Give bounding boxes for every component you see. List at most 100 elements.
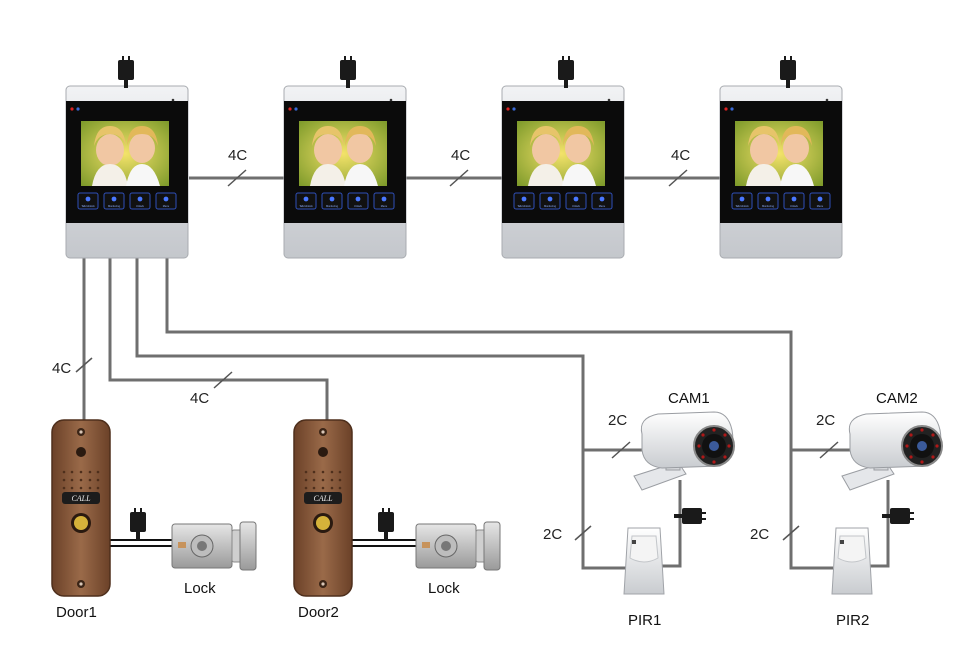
power-adapter-icon (780, 56, 796, 88)
wire-label-monitor2-monitor3: 4C (451, 147, 471, 164)
button-glyph-icon (791, 196, 797, 202)
wire-monitor1-door2 (108, 258, 329, 420)
monitor-button-4[interactable]: Menu (809, 192, 831, 210)
wire-slash-marks (75, 169, 839, 541)
monitor-screen-image (299, 121, 387, 186)
power-adapter-icon (340, 56, 356, 88)
button-glyph-icon (765, 196, 771, 202)
button-glyph-icon (137, 196, 143, 202)
monitor-button-label: Menu (163, 204, 170, 208)
button-glyph-icon (599, 196, 605, 202)
wire-monitor1-pir1 (581, 450, 626, 570)
wire-label-monitor1-monitor2: 4C (228, 147, 248, 164)
lock-1 (171, 521, 257, 571)
wire-label-door2: 4C (190, 390, 210, 407)
button-glyph-icon (355, 196, 361, 202)
cam2-label: CAM2 (876, 390, 918, 407)
status-led-icon (506, 107, 510, 111)
wires (82, 176, 890, 570)
wire-monitor1-pir2 (789, 450, 833, 570)
status-led-icon (70, 107, 74, 111)
monitor-button-3[interactable]: Unlock (565, 192, 587, 210)
monitor-button-3[interactable]: Unlock (129, 192, 151, 210)
camera-dot-icon (825, 98, 829, 102)
camera-2 (841, 411, 943, 491)
button-glyph-icon (303, 196, 309, 202)
pir2-label: PIR2 (836, 612, 870, 629)
power-adapters (118, 56, 914, 540)
monitor-button-1[interactable]: Talk/Unlock (513, 192, 535, 210)
monitor-button-3[interactable]: Unlock (783, 192, 805, 210)
door-station-1: CALL (51, 419, 111, 597)
monitor-button-label: Unlock (136, 204, 145, 208)
button-glyph-icon (163, 196, 169, 202)
camera-dot-icon (171, 98, 175, 102)
monitor-button-label: Unlock (790, 204, 799, 208)
status-led-icon (512, 107, 516, 111)
button-glyph-icon (111, 196, 117, 202)
wire-label-cam2: 2C (816, 412, 836, 429)
pir-sensor-2 (831, 527, 873, 595)
monitor-button-2[interactable]: Monitoring (103, 192, 125, 210)
pir-sensor-1 (623, 527, 665, 595)
wire-monitor1-cam2 (165, 258, 858, 452)
status-led-icon (294, 107, 298, 111)
indoor-monitor-4: Talk/Unlock Monitoring Unlock Menu (719, 85, 843, 259)
monitor-button-label: Talk/Unlock (517, 204, 531, 208)
monitor-button-1[interactable]: Talk/Unlock (77, 192, 99, 210)
monitor-button-1[interactable]: Talk/Unlock (731, 192, 753, 210)
monitor-button-2[interactable]: Monitoring (539, 192, 561, 210)
wire-cam1-power (662, 480, 682, 568)
status-led-icon (724, 107, 728, 111)
monitor-button-2[interactable]: Monitoring (757, 192, 779, 210)
power-adapter-icon (558, 56, 574, 88)
monitor-button-label: Monitoring (326, 204, 339, 208)
monitor-button-label: Monitoring (762, 204, 775, 208)
door-station-2: CALL (293, 419, 353, 597)
lock2-label: Lock (428, 580, 460, 597)
monitor-button-4[interactable]: Menu (591, 192, 613, 210)
call-label: CALL (71, 494, 91, 503)
wire-monitor1-cam1 (135, 258, 650, 452)
door2-label: Door2 (298, 604, 339, 621)
monitor-button-label: Unlock (354, 204, 363, 208)
monitor-screen-image (735, 121, 823, 186)
monitor-button-1[interactable]: Talk/Unlock (295, 192, 317, 210)
status-led-icon (730, 107, 734, 111)
camera-dot-icon (607, 98, 611, 102)
button-glyph-icon (573, 196, 579, 202)
button-glyph-icon (381, 196, 387, 202)
pir1-label: PIR1 (628, 612, 662, 629)
monitor-button-2[interactable]: Monitoring (321, 192, 343, 210)
power-adapter-icon (674, 508, 706, 524)
monitor-button-label: Monitoring (108, 204, 121, 208)
button-glyph-icon (521, 196, 527, 202)
wire-label-cam1: 2C (608, 412, 628, 429)
monitor-button-3[interactable]: Unlock (347, 192, 369, 210)
monitor-button-label: Talk/Unlock (735, 204, 749, 208)
monitor-button-4[interactable]: Menu (373, 192, 395, 210)
camera-1 (633, 411, 735, 491)
monitor-button-label: Menu (817, 204, 824, 208)
power-adapter-icon (130, 508, 146, 540)
monitor-button-label: Monitoring (544, 204, 557, 208)
power-adapter-icon (118, 56, 134, 88)
wire-label-pir1: 2C (543, 526, 563, 543)
status-led-icon (288, 107, 292, 111)
button-glyph-icon (547, 196, 553, 202)
wire-label-monitor3-monitor4: 4C (671, 147, 691, 164)
button-glyph-icon (85, 196, 91, 202)
door1-label: Door1 (56, 604, 97, 621)
lock-2 (415, 521, 501, 571)
cam1-label: CAM1 (668, 390, 710, 407)
lock1-label: Lock (184, 580, 216, 597)
monitor-button-4[interactable]: Menu (155, 192, 177, 210)
wire-cam2-power (870, 480, 890, 568)
monitor-screen-image (517, 121, 605, 186)
camera-dot-icon (389, 98, 393, 102)
wire-label-pir2: 2C (750, 526, 770, 543)
